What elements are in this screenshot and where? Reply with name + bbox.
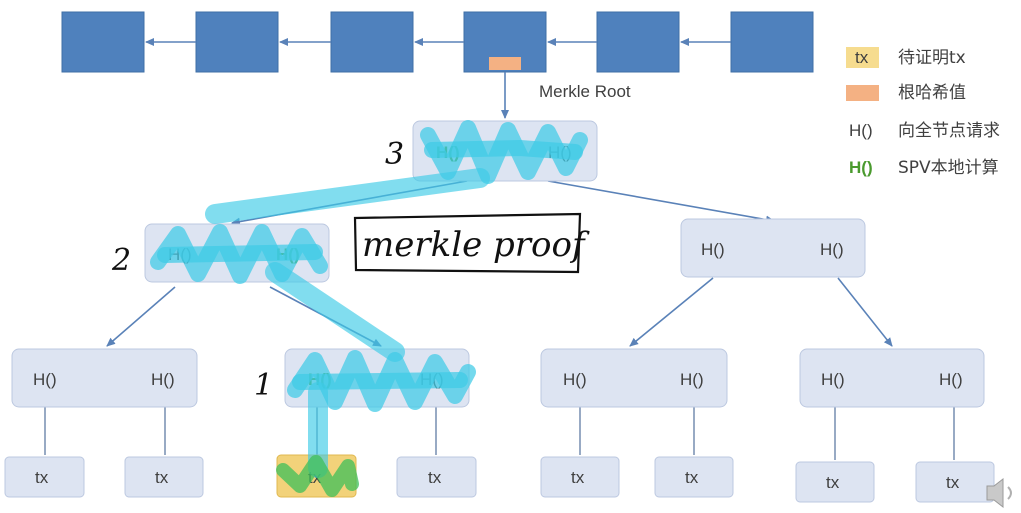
block-1 (61, 11, 145, 73)
tx-label: tx (685, 468, 699, 487)
block-3 (330, 11, 414, 73)
highlighter-marks (150, 120, 588, 497)
legend-root-text: 根哈希值 (898, 83, 966, 103)
step-3-label: 3 (385, 137, 404, 172)
tx-box (540, 456, 620, 498)
level2b-left-hash: H() (701, 240, 725, 259)
hash-label: H() (821, 370, 845, 389)
step-1-label: 1 (254, 368, 273, 403)
tx-box (4, 456, 85, 498)
hash-label: H() (939, 370, 963, 389)
tx-label: tx (155, 468, 169, 487)
tx-box (124, 456, 204, 498)
legend-root-swatch (846, 85, 879, 101)
blockchain-row (61, 11, 814, 73)
legend-request-label: H() (849, 121, 873, 140)
merkle-proof-text: merkle proof (362, 225, 590, 265)
legend: tx 待证明tx 根哈希值 H() 向全节点请求 H() SPV本地计算 (846, 47, 1000, 178)
tx-box (915, 461, 995, 503)
level1-node-c: H() H() (540, 348, 728, 408)
speaker-icon[interactable] (986, 477, 1012, 509)
merkle-root-label: Merkle Root (539, 82, 631, 101)
tx-label: tx (35, 468, 49, 487)
hash-label: H() (680, 370, 704, 389)
level2-right-node: H() H() (680, 218, 866, 278)
legend-local-label: H() (849, 158, 873, 177)
level1-node-d: H() H() (799, 348, 985, 408)
block-6 (730, 11, 814, 73)
step-2-label: 2 (111, 243, 131, 278)
merkle-proof-note: merkle proof (353, 212, 590, 274)
legend-tx-label: tx (855, 48, 869, 67)
tx-box (795, 461, 875, 503)
tx-box (654, 456, 734, 498)
hash-label: H() (33, 370, 57, 389)
legend-local-text: SPV本地计算 (898, 158, 999, 178)
tx-label: tx (946, 473, 960, 492)
merkle-root-marker (489, 57, 521, 70)
hash-label: H() (563, 370, 587, 389)
block-2 (195, 11, 279, 73)
block-5 (596, 11, 680, 73)
level1-node-a: H() H() (11, 348, 198, 408)
hash-label: H() (151, 370, 175, 389)
tx-label: tx (571, 468, 585, 487)
legend-tx-text: 待证明tx (898, 48, 966, 68)
level2b-right-hash: H() (820, 240, 844, 259)
tx-row: tx tx tx tx tx tx tx tx (4, 454, 995, 503)
tx-label: tx (428, 468, 442, 487)
tx-box (396, 456, 477, 498)
legend-tx-swatch (846, 47, 879, 68)
legend-request-text: 向全节点请求 (898, 121, 1000, 141)
tx-label: tx (826, 473, 840, 492)
